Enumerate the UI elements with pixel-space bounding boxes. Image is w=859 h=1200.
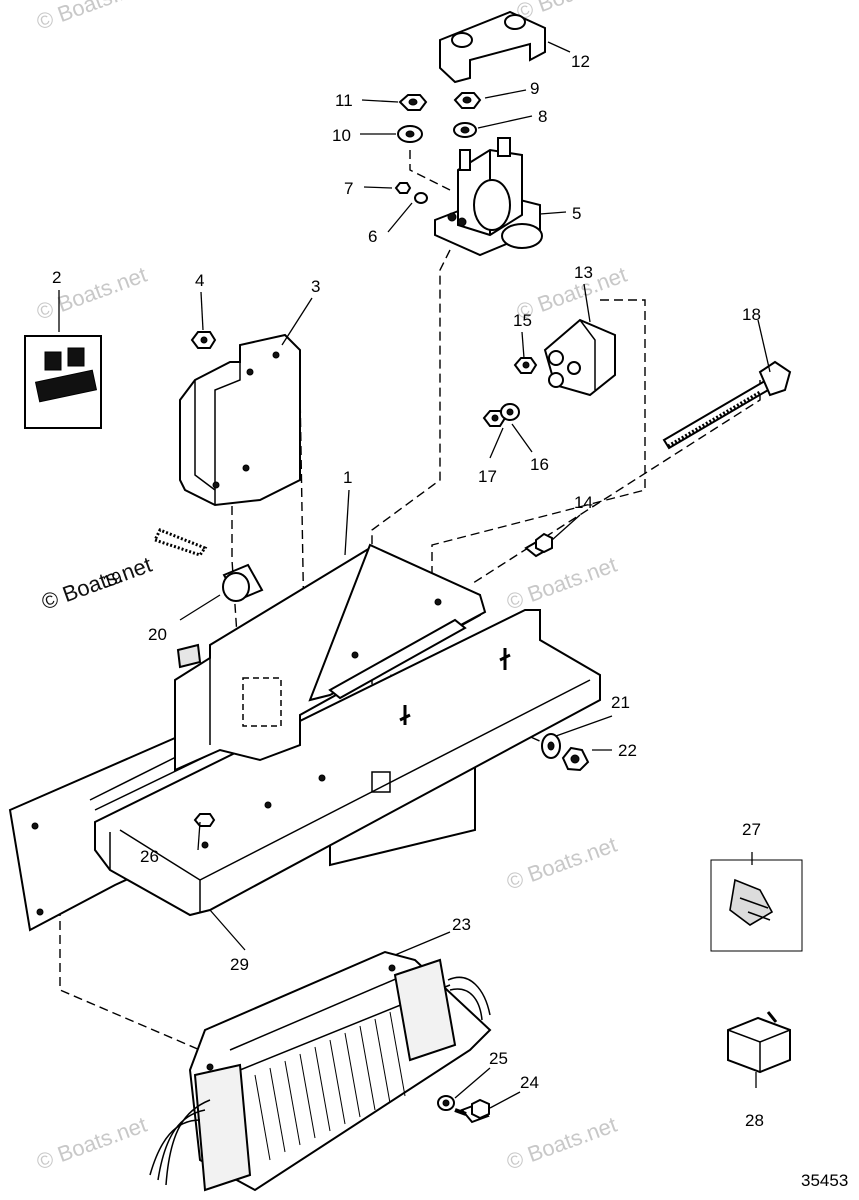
callout-27: 27 <box>742 820 761 839</box>
callout-12: 12 <box>571 52 590 71</box>
callout-22: 22 <box>618 741 637 760</box>
callout-16: 16 <box>530 455 549 474</box>
part-19-stud <box>152 528 208 557</box>
callout-5: 5 <box>572 204 581 223</box>
callout-2: 2 <box>52 268 61 287</box>
callout-24: 24 <box>520 1073 539 1092</box>
callout-21: 21 <box>611 693 630 712</box>
callout-14: 14 <box>574 493 593 512</box>
watermark: © Boats.net <box>33 0 150 35</box>
callout-15: 15 <box>513 311 532 330</box>
callout-28: 28 <box>745 1111 764 1130</box>
callout-3: 3 <box>311 277 320 296</box>
callout-18: 18 <box>742 305 761 324</box>
callout-13: 13 <box>574 263 593 282</box>
part-20-spacer <box>222 563 264 602</box>
part-23-regulator <box>149 950 492 1192</box>
callout-10: 10 <box>332 126 351 145</box>
part-5-solenoid <box>434 137 543 257</box>
watermark: © Boats.net <box>503 1112 620 1175</box>
callout-4: 4 <box>195 271 204 290</box>
callout-25: 25 <box>489 1049 508 1068</box>
watermark: © Boats.net <box>503 832 620 895</box>
watermark: © Boats.net <box>33 1112 150 1175</box>
callout-17: 17 <box>478 467 497 486</box>
callout-29: 29 <box>230 955 249 974</box>
callout-8: 8 <box>538 107 547 126</box>
part-28-relay <box>727 1011 791 1074</box>
callout-6: 6 <box>368 227 377 246</box>
nuts-relay <box>482 357 538 427</box>
nuts-small <box>394 182 428 204</box>
part-26-nut <box>193 813 216 827</box>
callout-26: 26 <box>140 847 159 866</box>
watermark: © Boats.net <box>38 552 155 615</box>
part-3-cover <box>179 333 301 507</box>
part-12-bracket <box>439 10 546 84</box>
nuts-washers-top <box>397 92 482 143</box>
part-4-nut <box>190 331 217 349</box>
part-18-long-bolt <box>662 360 792 450</box>
leader-lines <box>58 41 771 1109</box>
part-2-decal <box>24 335 102 429</box>
callout-7: 7 <box>344 179 353 198</box>
part-14-bolt <box>524 532 553 558</box>
diagram-number: 35453 <box>801 1171 848 1190</box>
part-24-25-fasteners <box>437 1095 490 1124</box>
callout-9: 9 <box>530 79 539 98</box>
callout-1: 1 <box>343 468 352 487</box>
part-21-22-fasteners <box>541 733 590 772</box>
part-13-relay <box>543 318 616 397</box>
watermark: © Boats.net <box>33 262 150 325</box>
callout-20: 20 <box>148 625 167 644</box>
part-27-fuse <box>710 859 803 952</box>
part-1-box <box>174 543 511 772</box>
callout-23: 23 <box>452 915 471 934</box>
callout-11: 11 <box>335 91 353 110</box>
watermark: © Boats.net <box>503 552 620 615</box>
